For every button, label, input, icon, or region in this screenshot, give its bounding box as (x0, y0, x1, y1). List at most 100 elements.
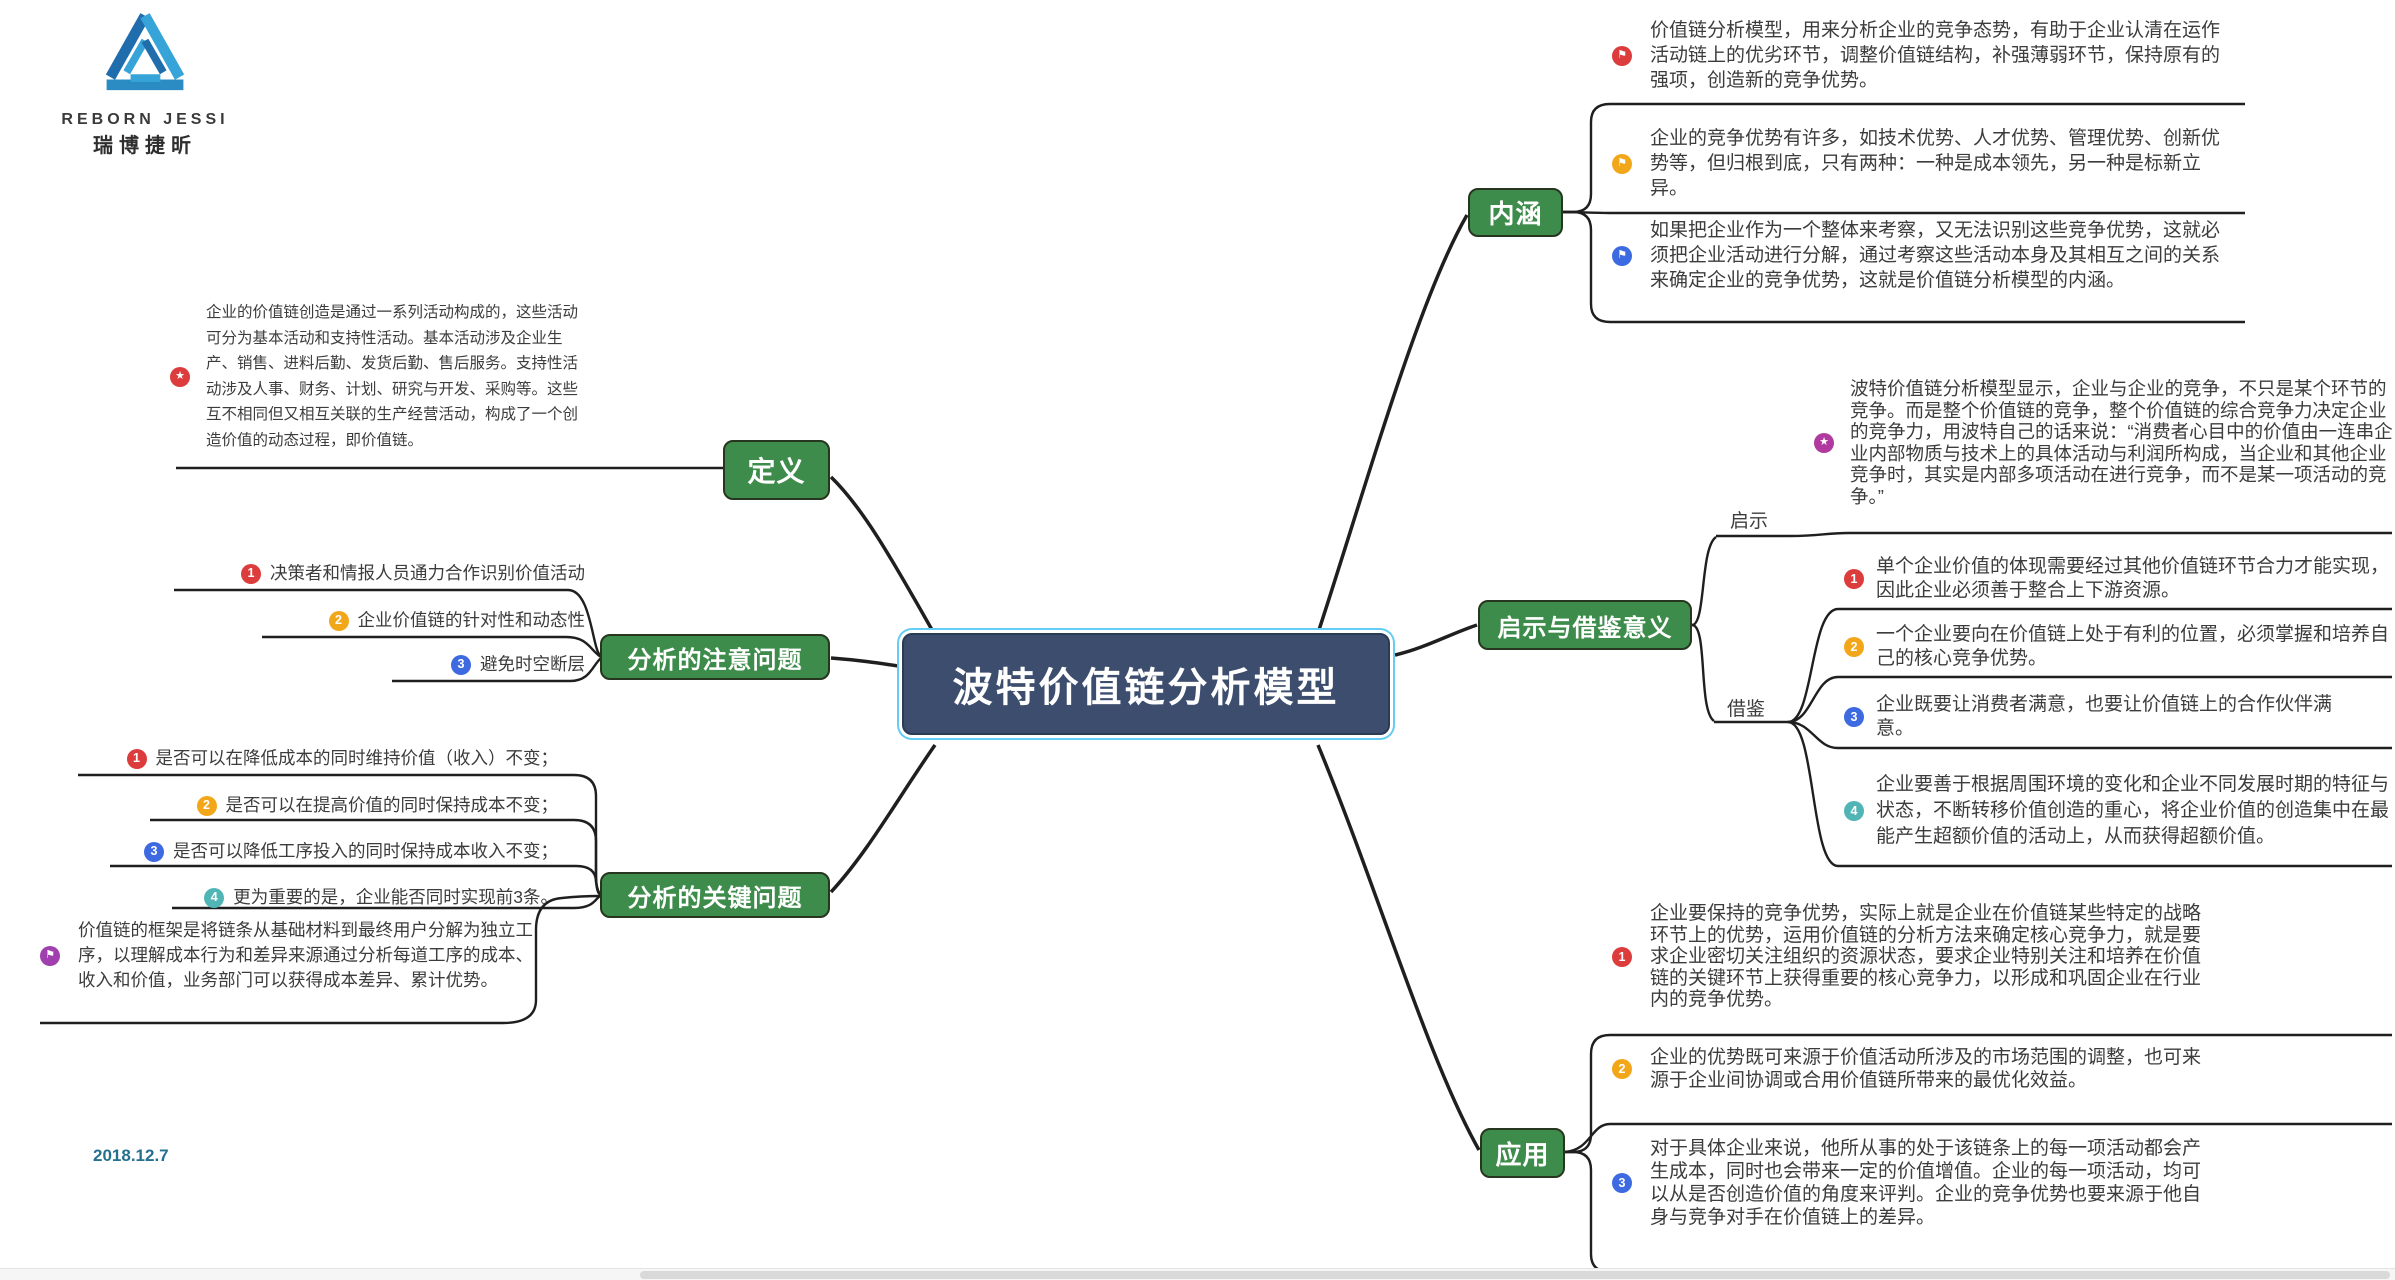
key-item-2-text: 是否可以在提高价值的同时保持成本不变； (225, 795, 559, 815)
brand-name-zh: 瑞博捷昕 (93, 135, 197, 157)
reference-item-2-text: 一个企业要向在价值链上处于有利的位置，必须掌握和培养自己的核心竞争优势。 (1876, 624, 2390, 669)
attention-item-1-text: 决策者和情报人员通力合作识别价值活动 (270, 563, 585, 583)
connector-central-key (829, 743, 937, 894)
number-1-icon: 1 (1612, 946, 1632, 967)
key-item-4-text: 更为重要的是，企业能否同时实现前3条。 (233, 887, 558, 907)
number-2-icon: 2 (328, 610, 349, 631)
connotation-item-3-text: 如果把企业作为一个整体来考察，又无法识别这些竞争优势，这就必须把企业活动进行分解… (1650, 220, 2221, 291)
definition-note[interactable]: ★ 企业的价值链创造是通过一系列活动构成的，这些活动可分为基本活动和支持性活动。… (170, 300, 590, 453)
underline-key-3 (110, 864, 602, 896)
number-3-icon: 3 (1844, 707, 1864, 727)
number-1-icon: 1 (241, 563, 261, 584)
connotation-item-2[interactable]: ⚑ 企业的竞争优势有许多，如技术优势、人才优势、管理优势、创新优势等，但归根到底… (1612, 126, 2224, 201)
attention-item-2-text: 企业价值链的针对性和动态性 (357, 610, 586, 630)
key-item-2[interactable]: 2 是否可以在提高价值的同时保持成本不变； (70, 793, 558, 818)
attention-item-3[interactable]: 3 避免时空断层 (160, 652, 585, 677)
reference-item-2[interactable]: 2 一个企业要向在价值链上处于有利的位置，必须掌握和培养自己的核心竞争优势。 (1844, 623, 2392, 671)
connector-central-application (1316, 744, 1481, 1151)
application-item-3[interactable]: 3 对于具体企业来说，他所从事的处于该链条上的每一项活动都会产生成本，同时也会带… (1612, 1137, 2218, 1229)
underline-connotation-1 (1563, 102, 2245, 214)
flag-icon: ⚑ (1612, 45, 1632, 66)
inspiration-note[interactable]: ★ 波特价值链分析模型显示，企业与企业的竞争，不只是某个环节的竞争。而是整个价值… (1814, 378, 2394, 507)
date-label: 2018.12.7 (93, 1146, 169, 1165)
branch-node-key-questions[interactable]: 分析的关键问题 (600, 872, 830, 918)
connector-central-attention (830, 656, 906, 669)
branch-node-attention[interactable]: 分析的注意问题 (600, 634, 830, 680)
underline-connotation-2 (1562, 210, 2245, 215)
underline-reference-1 (1787, 607, 2392, 724)
horizontal-scrollbar-thumb[interactable] (640, 1271, 2390, 1279)
horizontal-scrollbar-track[interactable] (0, 1268, 2395, 1280)
underline-attention-2 (262, 635, 602, 659)
branch-node-application[interactable]: 应用 (1480, 1128, 1565, 1178)
application-item-1[interactable]: 1 企业要保持的竞争优势，实际上就是企业在价值链某些特定的战略环节上的优势，运用… (1612, 903, 2218, 1011)
branch-node-connotation[interactable]: 内涵 (1468, 188, 1563, 237)
number-2-icon: 2 (1612, 1059, 1632, 1079)
number-4-icon: 4 (204, 887, 225, 908)
connotation-item-1[interactable]: ⚑ 价值链分析模型，用来分析企业的竞争态势，有助于企业认清在运作活动链上的优劣环… (1612, 18, 2224, 93)
brand-logo-icon (80, 13, 210, 108)
flag-icon: ⚑ (1612, 153, 1632, 174)
application-item-1-text: 企业要保持的竞争优势，实际上就是企业在价值链某些特定的战略环节上的优势，运用价值… (1650, 903, 2202, 1010)
underline-attention-3 (392, 657, 602, 683)
key-item-4[interactable]: 4 更为重要的是，企业能否同时实现前3条。 (70, 885, 558, 910)
central-topic[interactable]: 波特价值链分析模型 (902, 633, 1390, 735)
flag-icon: ⚑ (40, 945, 60, 966)
application-item-2-text: 企业的优势既可来源于价值活动所涉及的市场范围的调整，也可来源于企业间协调或合用价… (1650, 1047, 2202, 1091)
underline-attention-1 (174, 588, 602, 658)
connotation-item-1-text: 价值链分析模型，用来分析企业的竞争态势，有助于企业认清在运作活动链上的优劣环节，… (1650, 20, 2221, 91)
branch-node-definition[interactable]: 定义 (723, 440, 830, 500)
sublabel-inspiration[interactable]: 启示 (1730, 511, 1769, 532)
application-item-3-text: 对于具体企业来说，他所从事的处于该链条上的每一项活动都会产生成本，同时也会带来一… (1650, 1138, 2202, 1228)
application-item-2[interactable]: 2 企业的优势既可来源于价值活动所涉及的市场范围的调整，也可来源于企业间协调或合… (1612, 1046, 2218, 1092)
reference-item-1-text: 单个企业价值的体现需要经过其他价值链环节合力才能实现，因此企业必须善于整合上下游… (1876, 556, 2390, 601)
attention-item-2[interactable]: 2 企业价值链的针对性和动态性 (160, 608, 585, 633)
number-3-icon: 3 (1612, 1173, 1632, 1193)
attention-item-3-text: 避免时空断层 (480, 654, 585, 674)
connector-insight-inspiration (1691, 536, 1717, 627)
number-1-icon: 1 (1844, 569, 1864, 589)
reference-item-3[interactable]: 3 企业既要让消费者满意，也要让价值链上的合作伙伴满意。 (1844, 693, 2364, 741)
number-1-icon: 1 (126, 748, 147, 769)
connector-insight-reference (1691, 623, 1715, 722)
definition-note-text: 企业的价值链创造是通过一系列活动构成的，这些活动可分为基本活动和支持性活动。基本… (206, 304, 579, 449)
brand-name-en: REBORN JESSI (61, 111, 229, 128)
number-2-icon: 2 (1844, 637, 1864, 657)
reference-item-4-text: 企业要善于根据周围环境的变化和企业不同发展时期的特征与状态，不断转移价值创造的重… (1876, 774, 2390, 847)
flag-icon: ⚑ (1612, 245, 1632, 266)
connector-central-insight (1394, 623, 1478, 657)
key-item-1[interactable]: 1 是否可以在降低成本的同时维持价值（收入）不变； (70, 746, 558, 771)
branch-node-insight[interactable]: 启示与借鉴意义 (1478, 600, 1692, 650)
star-icon: ★ (1814, 432, 1834, 453)
underline-inspiration-note (1716, 531, 2392, 538)
key-note-text: 价值链的框架是将链条从基础材料到最终用户分解为独立工序，以理解成本行为和差异来源… (78, 920, 533, 990)
reference-item-1[interactable]: 1 单个企业价值的体现需要经过其他价值链环节合力才能实现，因此企业必须善于整合上… (1844, 555, 2392, 603)
underline-reference-4 (1787, 720, 2392, 868)
attention-item-1[interactable]: 1 决策者和情报人员通力合作识别价值活动 (160, 561, 585, 586)
underline-connotation-3 (1563, 210, 2245, 324)
underline-reference-2 (1787, 675, 2392, 724)
connector-central-connotation (1316, 214, 1469, 634)
number-3-icon: 3 (144, 841, 164, 862)
number-2-icon: 2 (196, 795, 217, 816)
underline-application-2 (1564, 1122, 2392, 1154)
sublabel-reference[interactable]: 借鉴 (1727, 699, 1766, 720)
number-4-icon: 4 (1844, 801, 1864, 821)
connotation-item-3[interactable]: ⚑ 如果把企业作为一个整体来考察，又无法识别这些竞争优势，这就必须把企业活动进行… (1612, 218, 2224, 293)
reference-item-4[interactable]: 4 企业要善于根据周围环境的变化和企业不同发展时期的特征与状态，不断转移价值创造… (1844, 772, 2392, 850)
key-item-3-text: 是否可以降低工序投入的同时保持成本收入不变； (173, 841, 558, 861)
brand-area: REBORN JESSI 瑞博捷昕 (30, 8, 260, 158)
underline-application-1 (1565, 1033, 2392, 1154)
key-item-3[interactable]: 3 是否可以降低工序投入的同时保持成本收入不变； (70, 839, 558, 864)
underline-reference-3 (1787, 720, 2392, 750)
key-note[interactable]: ⚑ 价值链的框架是将链条从基础材料到最终用户分解为独立工序，以理解成本行为和差异… (40, 918, 538, 993)
connotation-item-2-text: 企业的竞争优势有许多，如技术优势、人才优势、管理优势、创新优势等，但归根到底，只… (1650, 128, 2221, 199)
star-icon: ★ (170, 366, 190, 387)
underline-key-note (40, 894, 602, 1025)
connector-central-definition (829, 475, 937, 636)
inspiration-note-text: 波特价值链分析模型显示，企业与企业的竞争，不只是某个环节的竞争。而是整个价值链的… (1850, 378, 2393, 507)
key-item-1-text: 是否可以在降低成本的同时维持价值（收入）不变； (155, 748, 559, 768)
reference-item-3-text: 企业既要让消费者满意，也要让价值链上的合作伙伴满意。 (1876, 694, 2333, 739)
